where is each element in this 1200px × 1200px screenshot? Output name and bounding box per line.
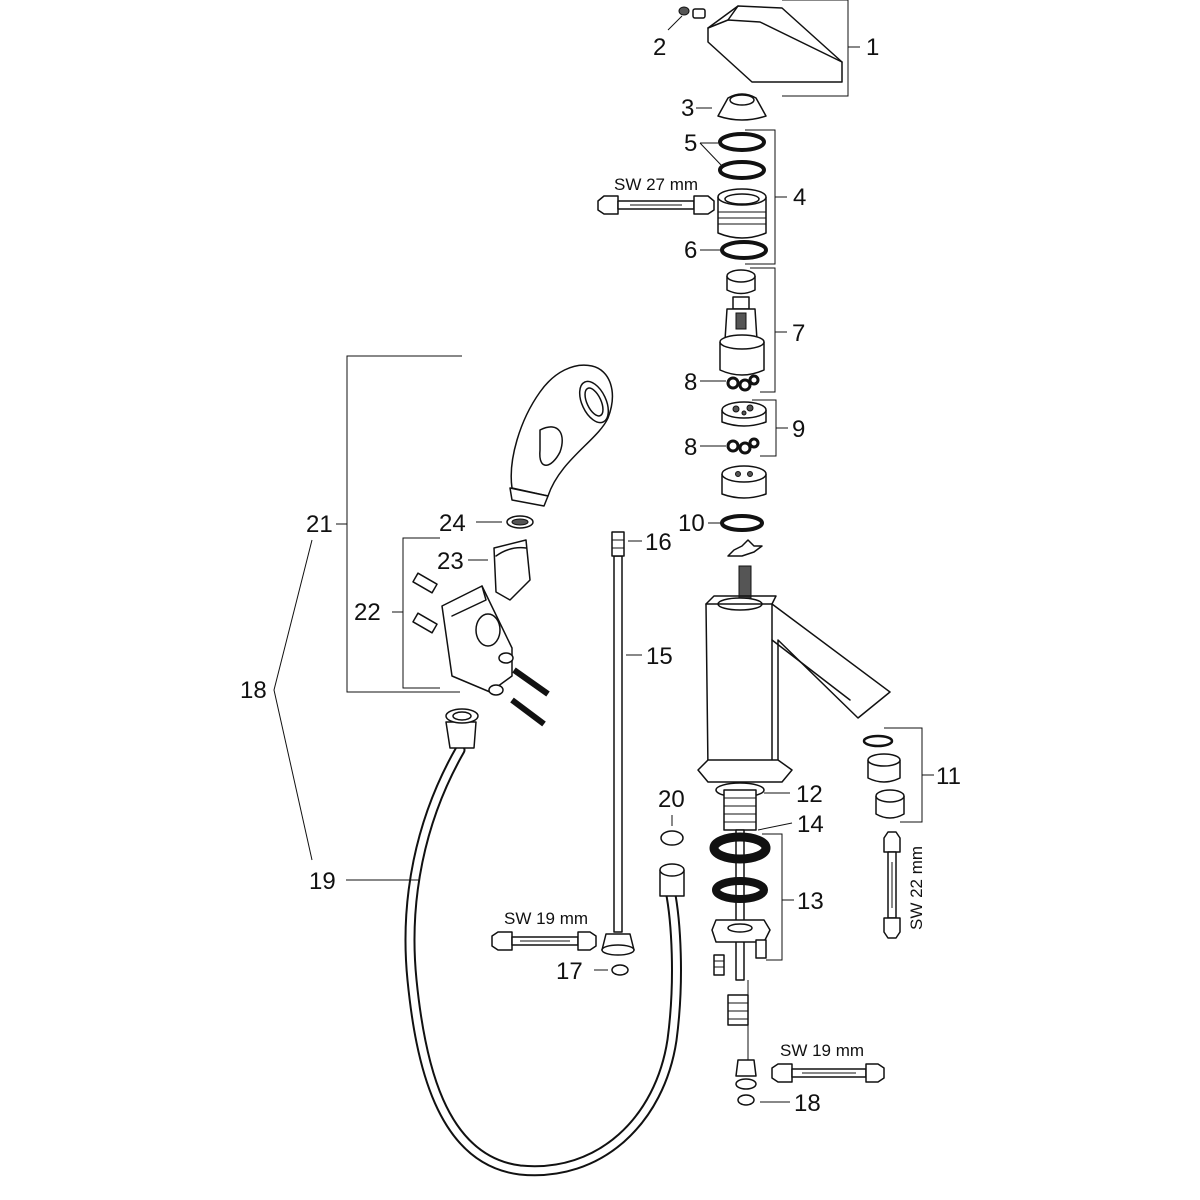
cartridge-base bbox=[721, 465, 767, 499]
callout-11: 11 bbox=[936, 763, 961, 790]
faucet-body bbox=[697, 565, 891, 783]
part-18-washer bbox=[737, 1094, 755, 1106]
part-23-holder-insert bbox=[493, 539, 531, 601]
part-21-hand-shower bbox=[509, 364, 614, 507]
flow-star-part bbox=[727, 539, 763, 557]
bracket-4 bbox=[745, 129, 787, 265]
part-20-washer bbox=[660, 830, 684, 846]
wrench-label-sw19-left: SW 19 mm bbox=[504, 909, 588, 928]
part-8-seals-upper bbox=[726, 374, 760, 392]
callout-23: 23 bbox=[437, 548, 464, 575]
part-2-set-screw bbox=[678, 6, 706, 19]
callout-4: 4 bbox=[793, 184, 806, 211]
part-3-cover-cap bbox=[717, 93, 767, 121]
callout-3: 3 bbox=[681, 95, 694, 122]
bracket-1 bbox=[782, 0, 860, 97]
bracket-22 bbox=[392, 537, 440, 689]
leader-5b bbox=[699, 142, 723, 167]
callout-9: 9 bbox=[792, 416, 805, 443]
bracket-7 bbox=[750, 267, 787, 393]
leader-2 bbox=[667, 15, 683, 31]
callout-12: 12 bbox=[796, 781, 823, 808]
part-1-lever-handle bbox=[707, 5, 843, 83]
bracket-13 bbox=[762, 833, 794, 961]
part-15-supply-hose bbox=[601, 531, 635, 956]
part-14-rubber-gasket bbox=[709, 832, 771, 864]
callout-10: 10 bbox=[678, 510, 705, 537]
part-5-o-rings bbox=[718, 132, 766, 180]
part-7-cartridge bbox=[719, 269, 765, 376]
part-24-seal bbox=[506, 515, 534, 529]
callout-18-set: 18 bbox=[240, 677, 267, 704]
part-13-fixing-set bbox=[711, 877, 771, 959]
lower-connector bbox=[727, 980, 757, 1090]
part-11-aerator bbox=[862, 734, 905, 819]
callout-8-upper: 8 bbox=[684, 369, 697, 396]
part-10-o-ring bbox=[720, 514, 764, 532]
wrench-label-sw22: SW 22 mm bbox=[907, 846, 926, 930]
bracket-18-set bbox=[273, 539, 313, 861]
part-8-seals-lower bbox=[726, 437, 760, 455]
part-22-wall-holder bbox=[412, 572, 514, 696]
callout-24: 24 bbox=[439, 510, 466, 537]
callout-8-lower: 8 bbox=[684, 434, 697, 461]
callout-21: 21 bbox=[306, 511, 333, 538]
callout-13: 13 bbox=[797, 888, 824, 915]
part-4-threaded-sleeve bbox=[717, 188, 767, 239]
part-12-threaded-shank bbox=[715, 782, 765, 981]
leader-14 bbox=[757, 822, 793, 831]
bracket-11 bbox=[884, 727, 934, 823]
part-9-distributor-disc bbox=[721, 401, 767, 427]
wrench-label-sw19-bottom: SW 19 mm bbox=[780, 1041, 864, 1060]
bracket-9 bbox=[752, 399, 788, 457]
wrench-sw22-icon bbox=[883, 831, 901, 939]
part-19-shower-hose bbox=[404, 708, 685, 1177]
callout-18-washer: 18 bbox=[794, 1090, 821, 1117]
wrench-label-sw27: SW 27 mm bbox=[614, 175, 698, 194]
callout-6: 6 bbox=[684, 237, 697, 264]
part-6-o-ring bbox=[720, 240, 768, 260]
callout-2: 2 bbox=[653, 34, 666, 61]
mounting-stud bbox=[713, 954, 725, 976]
callout-17: 17 bbox=[556, 958, 583, 985]
part-17-washer bbox=[611, 964, 629, 976]
wrench-sw19-bottom-icon bbox=[771, 1063, 885, 1083]
wrench-sw19-left-icon bbox=[491, 931, 597, 951]
mounting-screws bbox=[510, 667, 550, 727]
callout-5: 5 bbox=[684, 130, 697, 157]
callout-7: 7 bbox=[792, 320, 805, 347]
callout-14: 14 bbox=[797, 811, 824, 838]
callout-16: 16 bbox=[645, 529, 672, 556]
callout-22: 22 bbox=[354, 599, 381, 626]
callout-20: 20 bbox=[658, 786, 685, 813]
callout-15: 15 bbox=[646, 643, 673, 670]
callout-1: 1 bbox=[866, 34, 879, 61]
wrench-sw27-icon bbox=[597, 195, 715, 215]
bracket-21 bbox=[336, 355, 462, 693]
callout-19: 19 bbox=[309, 868, 336, 895]
